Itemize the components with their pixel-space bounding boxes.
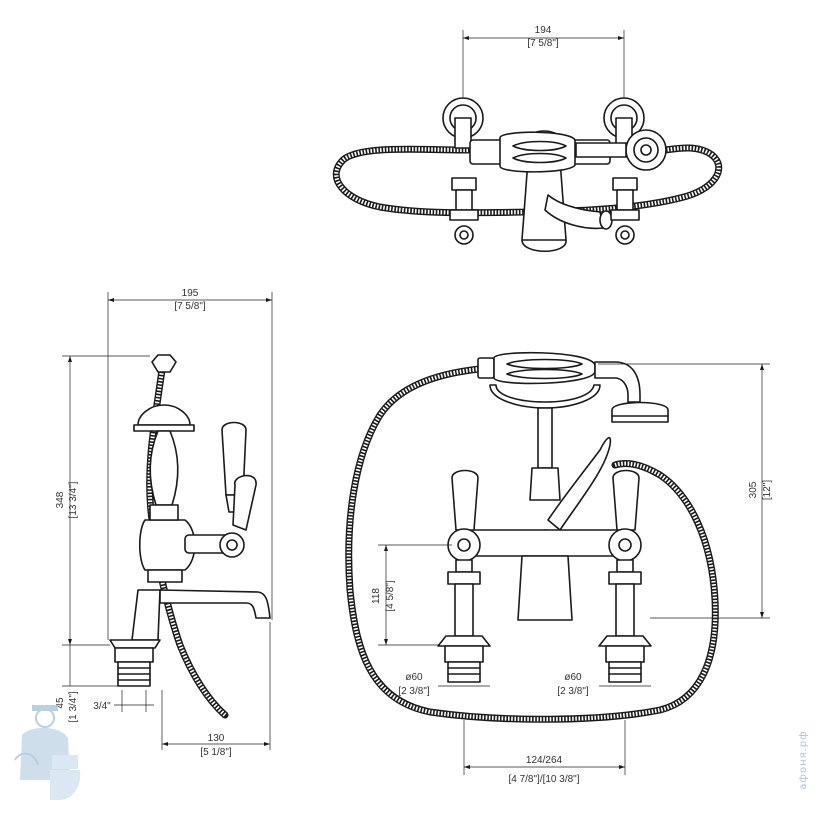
left-base-diameter: ø60 xyxy=(405,672,423,683)
right-base-diameter: ø60 xyxy=(564,672,582,683)
centers-in: [4 7/8"]/[10 3/8"] xyxy=(508,774,579,785)
spout-reach-mm: 130 xyxy=(208,733,225,744)
watermark-text: афоня.рф xyxy=(798,730,809,789)
front-left-valve xyxy=(437,469,491,683)
top-width-in: [7 5/8"] xyxy=(527,38,559,49)
side-height-in: [13 3/4"] xyxy=(68,481,79,518)
front-height-mm: 305 xyxy=(748,481,759,498)
valve-height-in: [4 5/8"] xyxy=(385,580,396,612)
side-height-mm: 348 xyxy=(55,491,66,508)
watermark-logo xyxy=(14,705,81,800)
thread-size: 3/4" xyxy=(93,701,111,712)
left-stop-valve xyxy=(449,177,479,245)
top-view-hose xyxy=(332,144,723,217)
front-height-in: [12"] xyxy=(762,480,773,500)
left-rosette xyxy=(442,97,484,149)
front-view: 305 [12"] 118 [4 5/8"] ø60 [2 3/8"] ø60 … xyxy=(345,351,773,785)
top-width-mm: 194 xyxy=(535,25,552,36)
front-right-valve xyxy=(598,469,652,683)
spout-reach-in: [5 1/8"] xyxy=(200,747,232,758)
right-base-diameter-in: [2 3/8"] xyxy=(557,686,589,697)
deck-height-mm: 45 xyxy=(55,697,66,709)
right-stop-valve xyxy=(610,177,640,245)
centers-mm: 124/264 xyxy=(526,755,563,766)
side-width-in: [7 5/8"] xyxy=(174,301,206,312)
valve-height-mm: 118 xyxy=(371,588,382,604)
left-base-diameter-in: [2 3/8"] xyxy=(398,686,430,697)
side-width-mm: 195 xyxy=(182,288,199,299)
top-view: 194 [7 5/8"] xyxy=(332,25,723,252)
side-view: 195 [7 5/8"] 348 [13 3/4"] 45 [1 3/4"] 3… xyxy=(55,288,273,758)
deck-height-in: [1 3/4"] xyxy=(68,691,79,723)
